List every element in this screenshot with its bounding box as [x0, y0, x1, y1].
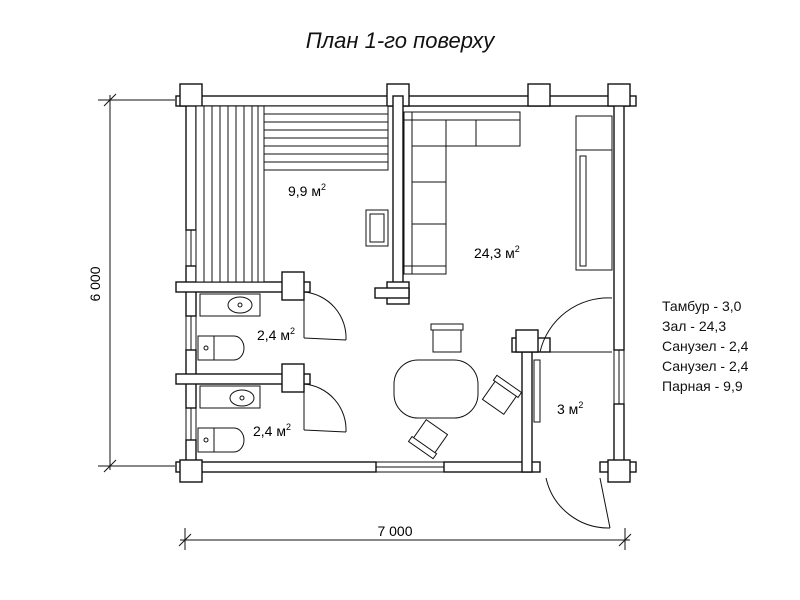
room-legend: Тамбур - 3,0 Зал - 24,3 Санузел - 2,4 Са…: [662, 296, 748, 396]
hall-area: 24,3 м2: [474, 244, 520, 261]
wall-cabinet: [575, 115, 613, 271]
legend-item: Зал - 24,3: [662, 318, 727, 334]
corner-sofa: [403, 111, 521, 275]
legend-item: Тамбур - 3,0: [662, 298, 742, 314]
plan-title: План 1-го поверху: [305, 28, 495, 53]
bench-slats-vertical: [203, 106, 259, 282]
vestibule-area: 3 м2: [557, 400, 583, 417]
dining-set: [393, 323, 523, 460]
height-dimension: 6 000: [87, 93, 175, 473]
doors: [303, 291, 613, 529]
legend-item: Санузел - 2,4: [662, 358, 749, 374]
dining-table: [393, 359, 479, 419]
height-dimension-label: 6 000: [87, 266, 103, 301]
bench-slats-horizontal: [264, 113, 388, 163]
interior-walls: [175, 95, 551, 473]
sauna-benches: [195, 105, 389, 283]
chair: [407, 419, 449, 460]
legend-item: Санузел - 2,4: [662, 338, 749, 354]
chair: [430, 323, 464, 353]
sauna-area: 9,9 м2: [288, 182, 326, 199]
windows: [185, 229, 625, 473]
width-dimension: 7 000: [178, 523, 632, 550]
legend-item: Парная - 9,9: [662, 378, 743, 394]
bathroom-bottom-area: 2,4 м2: [253, 422, 291, 439]
width-dimension-label: 7 000: [377, 523, 412, 539]
room-labels: 9,9 м2 24,3 м2 2,4 м2 2,4 м2 3 м2: [253, 182, 583, 439]
chair: [481, 374, 523, 415]
bathroom-top-area: 2,4 м2: [257, 326, 295, 343]
bathroom-fixtures: [197, 293, 261, 453]
